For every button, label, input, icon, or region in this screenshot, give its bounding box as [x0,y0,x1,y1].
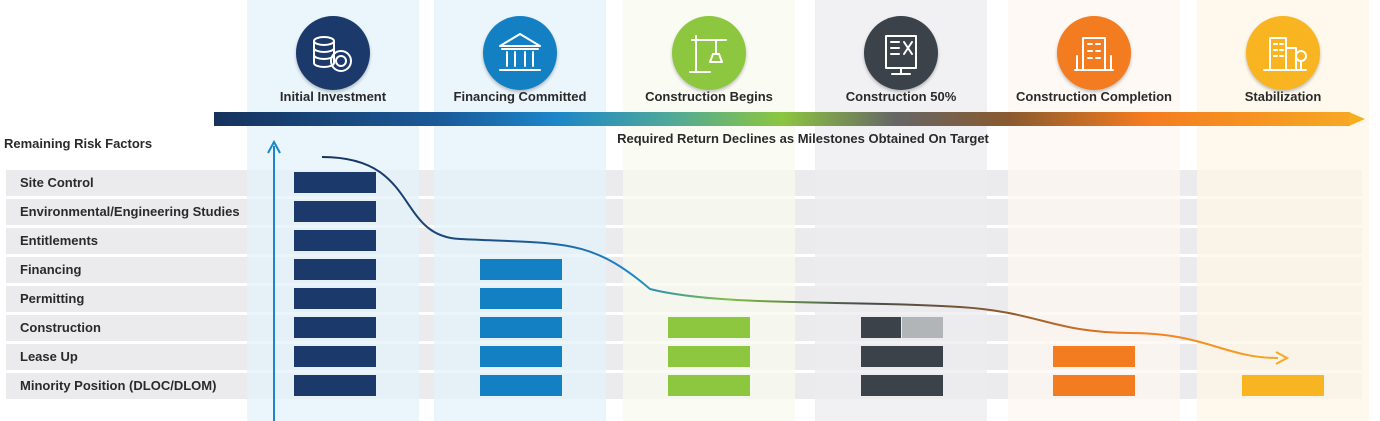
stage-label: Construction Begins [645,89,773,104]
risk-bar [1242,375,1324,396]
risk-bar [668,317,750,338]
risk-factors-heading: Remaining Risk Factors [4,136,153,151]
risk-bar [480,346,562,367]
risk-bar [294,172,376,193]
stage-label: Initial Investment [279,89,387,104]
curve-arrow-head [1275,351,1290,365]
risk-bar [294,288,376,309]
risk-bar [294,375,376,396]
risk-bar [668,346,750,367]
stage-label: Stabilization [1244,89,1322,104]
risk-axis-arrow [267,139,281,154]
city-trees-icon [1246,16,1320,90]
risk-factor-label: Site Control [20,175,94,190]
risk-factor-label: Environmental/Engineering Studies [20,204,240,219]
risk-bar [294,317,376,338]
required-return-subtitle: Required Return Declines as Milestones O… [617,131,989,146]
risk-bar [480,375,562,396]
risk-bar-completed-portion [861,317,901,338]
risk-bar [294,201,376,222]
milestone-arrow-head [1349,112,1365,126]
risk-factor-label: Construction [20,320,101,335]
bank-icon [483,16,557,90]
risk-bar [480,288,562,309]
risk-bar [294,230,376,251]
risk-bar [480,317,562,338]
risk-bar [861,375,943,396]
building-icon [1057,16,1131,90]
risk-factor-label: Minority Position (DLOC/DLOM) [20,378,217,393]
stage-label: Construction Completion [1016,89,1172,104]
building-frame-icon [864,16,938,90]
risk-bar [294,259,376,280]
crane-icon [672,16,746,90]
risk-factor-label: Entitlements [20,233,99,248]
coins-icon [296,16,370,90]
risk-bar [480,259,562,280]
risk-factor-label: Lease Up [20,349,78,364]
required-return-curve [321,156,1279,359]
risk-bar [668,375,750,396]
milestone-gradient-arrow [214,112,1350,126]
risk-bar [294,346,376,367]
stage-label: Financing Committed [453,89,587,104]
risk-factor-label: Permitting [20,291,85,306]
risk-bar [1053,375,1135,396]
risk-factor-label: Financing [20,262,82,277]
risk-axis [267,139,281,421]
stage-label: Construction 50% [845,89,957,104]
risk-bar [861,346,943,367]
risk-bar-remaining-portion [902,317,943,338]
risk-bar [1053,346,1135,367]
